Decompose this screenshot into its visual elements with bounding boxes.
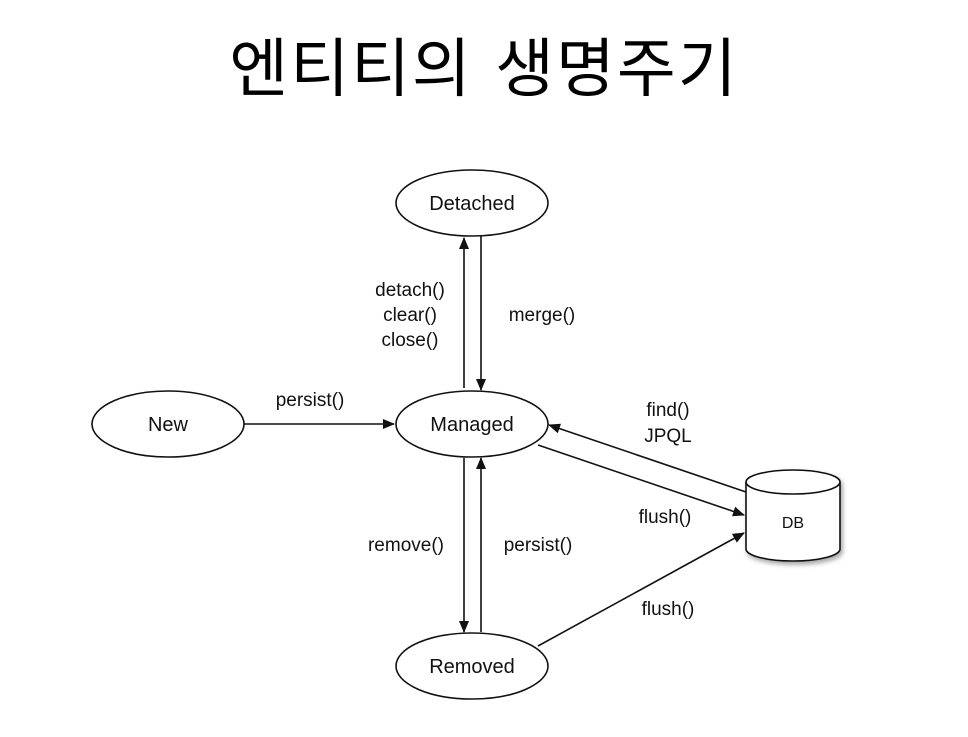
edge-flush-managed-arrow [537,444,745,517]
node-db [745,469,841,562]
node-detached: Detached [395,169,549,237]
node-managed-label: Managed [430,414,513,436]
edge-flush-removed-label: flush() [642,599,695,620]
edge-persist-new-label: persist() [276,390,345,411]
edge-flush-managed-label: flush() [639,507,692,528]
node-detached-label: Detached [429,193,515,215]
edge-find-label-1: find() [646,400,689,421]
node-db-label: DB [782,515,804,532]
node-managed: Managed [395,390,549,458]
node-new-label: New [148,414,189,436]
edge-detach-label-2: clear() [383,305,437,326]
node-removed: Removed [395,632,549,700]
node-removed-label: Removed [429,656,515,678]
node-new: New [91,390,245,458]
edge-flush-removed-arrow [537,532,745,647]
page-title: 엔티티의 생명주기 [229,33,739,107]
edge-persist-removed-label: persist() [504,535,573,556]
edge-detach-label-3: close() [381,330,438,351]
edge-merge-label: merge() [509,305,576,326]
edge-find-arrow [548,423,747,493]
edge-find-label-2: JPQL [644,426,692,447]
edge-remove-label: remove() [368,535,444,556]
edge-detach-label-1: detach() [375,280,445,301]
